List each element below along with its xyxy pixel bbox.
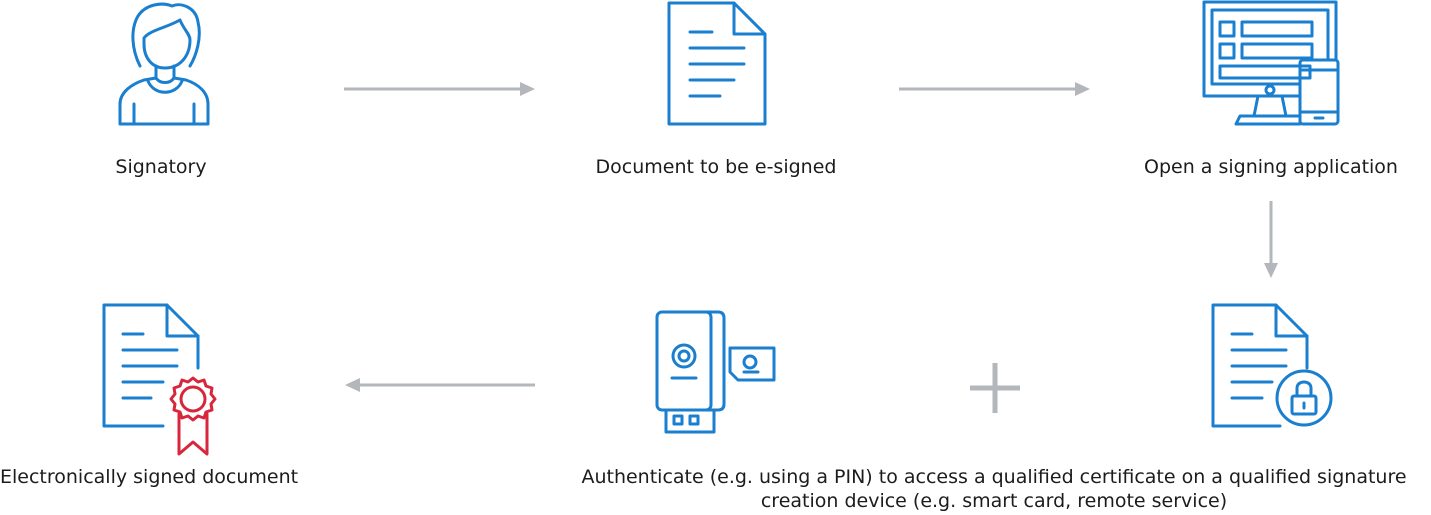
- arrow-left-icon: [344, 376, 536, 394]
- arrow-right-icon: [899, 80, 1091, 98]
- application-label: Open a signing application: [1144, 156, 1398, 178]
- certified-document-icon: [101, 302, 225, 458]
- arrow-right-icon: [344, 80, 536, 98]
- computer-icon: [1200, 0, 1342, 130]
- locked-document-icon: [1210, 302, 1334, 430]
- arrow-down-icon: [1262, 201, 1280, 279]
- document-label: Document to be e-signed: [595, 156, 837, 178]
- signed-document-label: Electronically signed document: [0, 466, 299, 488]
- usb-token-icon: [654, 308, 780, 438]
- auth-label-line1: Authenticate (e.g. using a PIN) to acces…: [581, 466, 1407, 488]
- plus-icon: [968, 361, 1022, 415]
- document-icon: [666, 0, 768, 128]
- signatory-label: Signatory: [115, 156, 207, 178]
- person-icon: [110, 0, 220, 130]
- auth-label-line2: creation device (e.g. smart card, remote…: [760, 490, 1228, 512]
